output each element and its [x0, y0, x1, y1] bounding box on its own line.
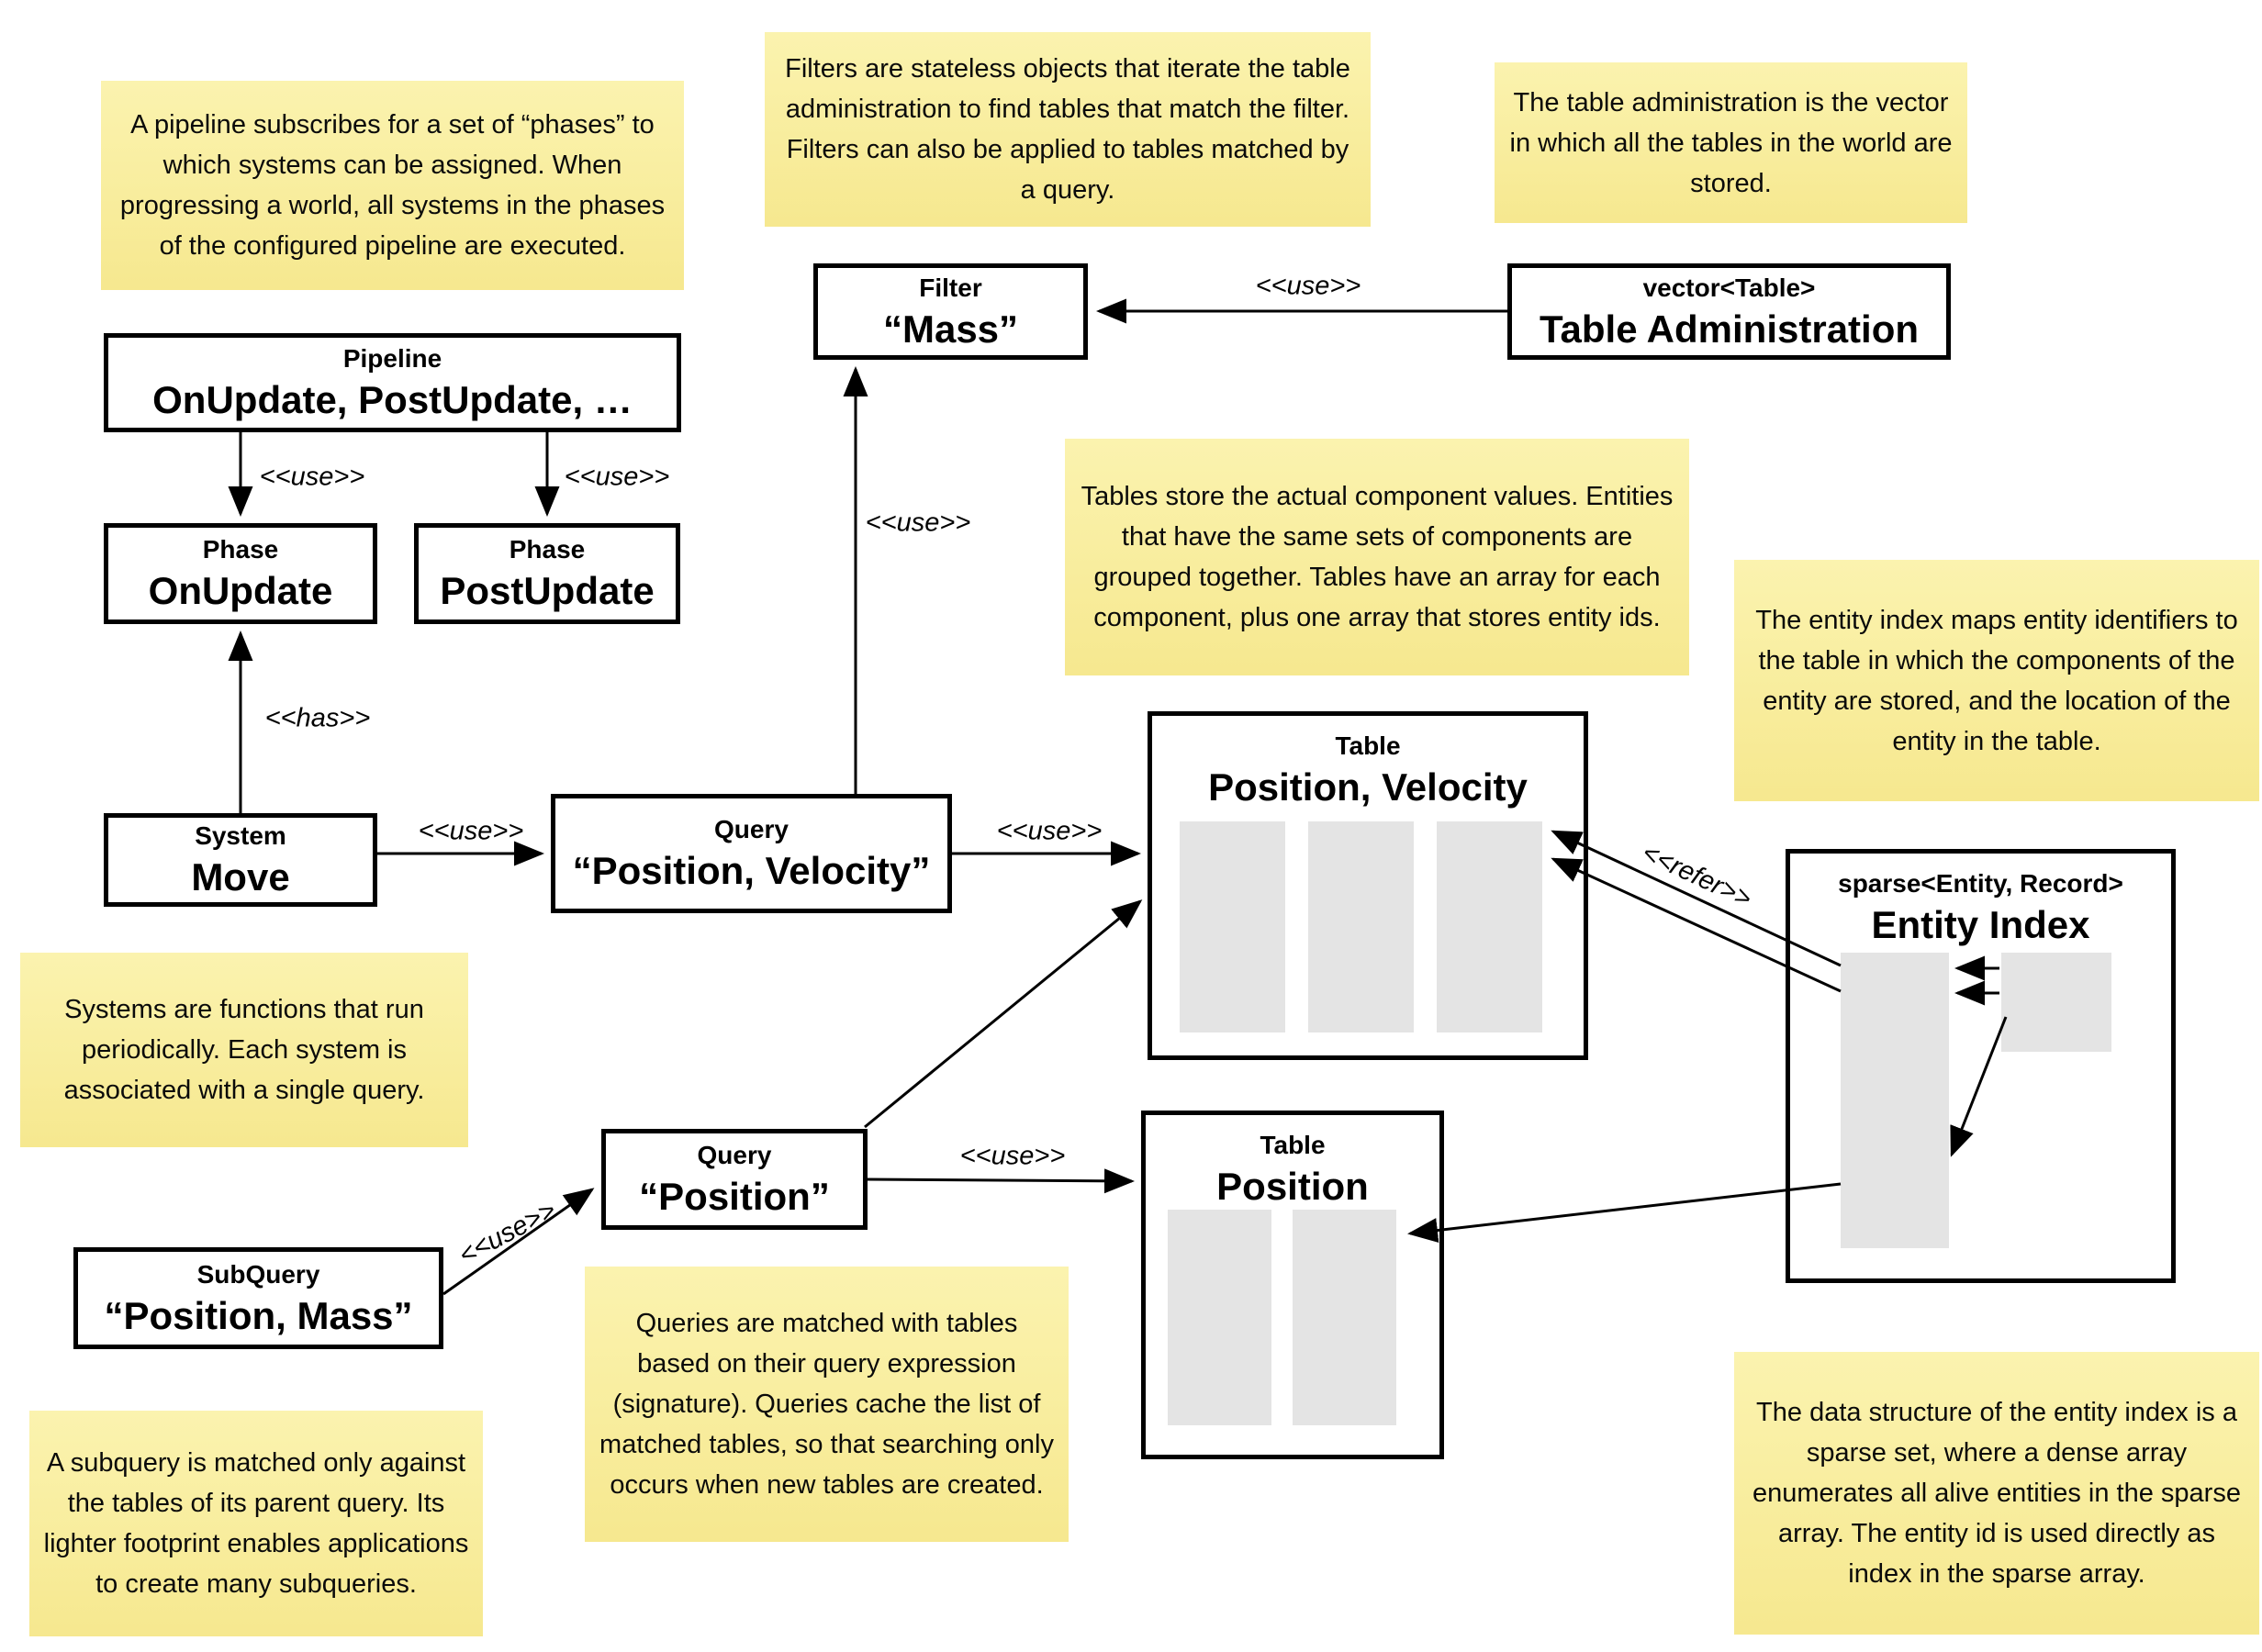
node-pipeline: Pipeline OnUpdate, PostUpdate, …: [104, 333, 681, 432]
note-queries: Queries are matched with tables based on…: [585, 1267, 1069, 1542]
label-use-admin-filter: <<use>>: [1255, 271, 1361, 301]
note-entity-index: The entity index maps entity identifiers…: [1734, 560, 2259, 801]
label-use-subquery: <<use>>: [454, 1195, 561, 1271]
label-use-query-table: <<use>>: [996, 816, 1103, 846]
label-use-move-query: <<use>>: [418, 816, 524, 846]
node-table-pos-value: Position: [1216, 1165, 1369, 1208]
node-table-administration: vector<Table> Table Administration: [1507, 263, 1951, 360]
table-pos-component-array-2: [1293, 1210, 1396, 1425]
label-has: <<has>>: [264, 703, 371, 733]
table-pv-component-array-1: [1180, 821, 1285, 1032]
node-filter-mass-value: “Mass”: [882, 307, 1019, 351]
edge-querypos-tablepv: [864, 899, 1143, 1129]
node-query-position-velocity: Query “Position, Velocity”: [551, 794, 952, 913]
node-table-pv-value: Position, Velocity: [1208, 765, 1528, 809]
node-table-admin-title: vector<Table>: [1642, 273, 1816, 302]
node-phase-onupdate-value: OnUpdate: [148, 569, 333, 612]
node-phase-postupdate-title: Phase: [509, 535, 586, 564]
note-filters: Filters are stateless objects that itera…: [765, 32, 1371, 227]
node-table-pv-title: Table: [1335, 731, 1401, 760]
edge-querypos-use-tablepos: [867, 1168, 1135, 1194]
node-filter-mass: Filter “Mass”: [813, 263, 1088, 360]
note-tables: Tables store the actual component values…: [1065, 439, 1689, 675]
node-phase-onupdate-title: Phase: [202, 535, 279, 564]
node-subquery-title: SubQuery: [196, 1259, 320, 1289]
node-subquery: SubQuery “Position, Mass”: [73, 1247, 443, 1349]
entity-index-dense-array: [2001, 953, 2111, 1052]
table-pv-component-array-2: [1308, 821, 1414, 1032]
node-phase-onupdate: Phase OnUpdate: [104, 523, 377, 624]
label-use-query-filter: <<use>>: [865, 508, 971, 538]
node-query-pos-title: Query: [697, 1141, 772, 1169]
note-sparse-set: The data structure of the entity index i…: [1734, 1352, 2259, 1635]
node-pipeline-title: Pipeline: [342, 344, 442, 373]
entity-index-sparse-array: [1841, 953, 1949, 1248]
node-query-pv-title: Query: [714, 815, 789, 843]
node-subquery-value: “Position, Mass”: [104, 1293, 413, 1337]
node-phase-postupdate-value: PostUpdate: [440, 569, 655, 612]
node-filter-mass-title: Filter: [919, 273, 982, 302]
node-table-admin-value: Table Administration: [1539, 307, 1920, 351]
label-use-pipeline-onupdate: <<use>>: [259, 462, 365, 492]
node-pipeline-value: OnUpdate, PostUpdate, …: [152, 378, 633, 421]
node-system-move-title: System: [195, 821, 286, 850]
node-entity-index-title: sparse<Entity, Record>: [1838, 869, 2123, 898]
note-subquery: A subquery is matched only against the t…: [29, 1411, 483, 1636]
label-use-pipeline-postupdate: <<use>>: [564, 462, 670, 492]
note-systems: Systems are functions that run periodica…: [20, 953, 468, 1147]
table-pv-component-array-3: [1437, 821, 1542, 1032]
node-system-move-value: Move: [191, 855, 290, 899]
node-system-move: System Move: [104, 813, 377, 907]
label-refer: <<refer>>: [1637, 838, 1756, 914]
node-query-pos-value: “Position”: [639, 1175, 830, 1218]
node-entity-index-value: Entity Index: [1871, 903, 2090, 946]
node-query-position: Query “Position”: [601, 1129, 868, 1230]
edge-index-tablepos: [1407, 1182, 1842, 1243]
node-table-pos-title: Table: [1260, 1131, 1326, 1159]
label-use-querypos-table: <<use>>: [959, 1141, 1066, 1171]
table-pos-component-array-1: [1168, 1210, 1271, 1425]
node-phase-postupdate: Phase PostUpdate: [414, 523, 680, 624]
node-query-pv-value: “Position, Velocity”: [572, 849, 931, 892]
note-pipeline: A pipeline subscribes for a set of “phas…: [101, 81, 684, 290]
note-table-administration: The table administration is the vector i…: [1495, 62, 1967, 223]
